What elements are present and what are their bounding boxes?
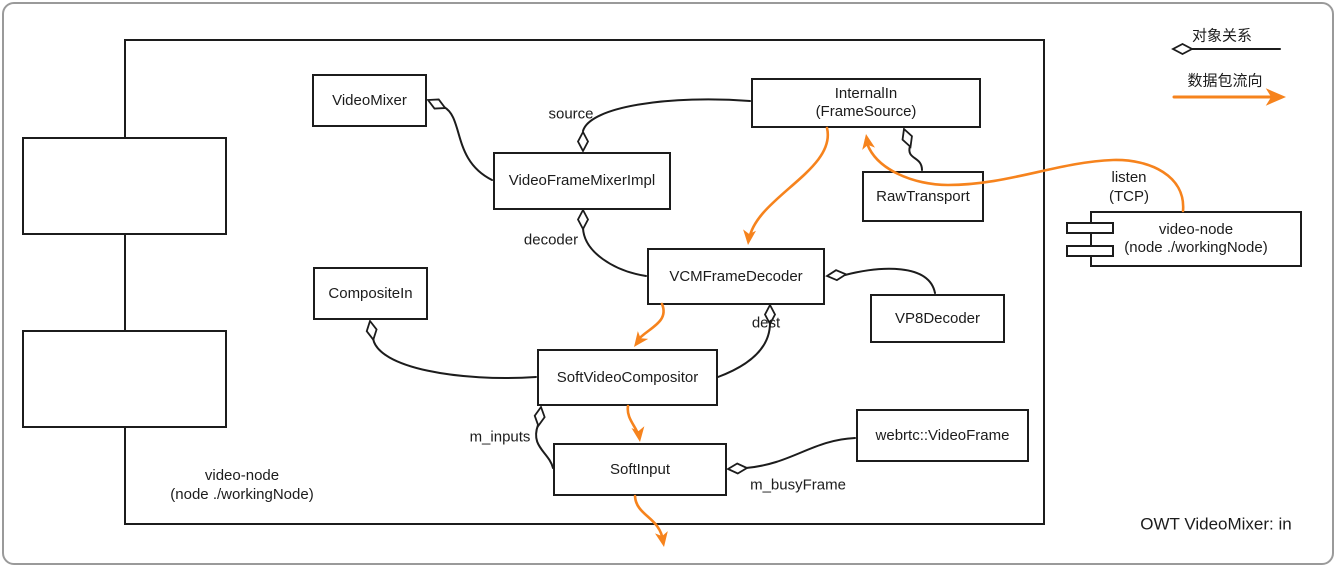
node-webrtc-video-frame-label: webrtc::VideoFrame bbox=[875, 426, 1010, 444]
node-webrtc-video-frame: webrtc::VideoFrame bbox=[856, 409, 1029, 462]
arrowhead-softinput-out bbox=[654, 531, 668, 547]
node-composite-in: CompositeIn bbox=[313, 267, 428, 320]
node-composite-in-label: CompositeIn bbox=[328, 284, 413, 302]
node-vp8-decoder-label: VP8Decoder bbox=[894, 309, 981, 327]
node-raw-transport: RawTransport bbox=[862, 171, 984, 222]
node-soft-input-label: SoftInput bbox=[609, 460, 671, 478]
edge-label-listen-line1: listen bbox=[1111, 169, 1147, 186]
legend-diamond-icon bbox=[1171, 42, 1194, 56]
left-port-box-top bbox=[22, 137, 227, 235]
container-label-video-node: video-node (node ./workingNode) bbox=[170, 466, 313, 504]
diagram-title: OWT VideoMixer: in bbox=[1140, 514, 1292, 534]
edge-label-dest: dest bbox=[751, 314, 781, 332]
component-video-node-label-line1: video-node bbox=[1158, 221, 1234, 238]
container-label-line1: video-node bbox=[204, 467, 280, 484]
node-vcm-frame-decoder: VCMFrameDecoder bbox=[647, 248, 825, 305]
edge-label-source: source bbox=[548, 105, 594, 123]
container-label-line2: (node ./workingNode) bbox=[170, 486, 314, 503]
node-video-frame-mixer-impl-label: VideoFrameMixerImpl bbox=[508, 172, 656, 189]
component-video-node-label-line2: (node ./workingNode) bbox=[1124, 239, 1268, 256]
edge-label-decoder: decoder bbox=[523, 231, 579, 249]
edge-label-listen-line2: (TCP) bbox=[1109, 188, 1149, 205]
legend-data-flow-label: 数据包流向 bbox=[1187, 72, 1263, 90]
node-soft-input: SoftInput bbox=[553, 443, 727, 496]
node-raw-transport-label: RawTransport bbox=[876, 187, 970, 205]
component-port-icon-top bbox=[1066, 222, 1114, 234]
node-internal-in-label-line2: (FrameSource) bbox=[815, 103, 917, 120]
edge-label-listen-tcp: listen (TCP) bbox=[1109, 168, 1149, 206]
component-port-icon-bottom bbox=[1066, 245, 1114, 257]
node-video-mixer-label: VideoMixer bbox=[332, 91, 407, 109]
node-vp8-decoder: VP8Decoder bbox=[870, 294, 1005, 343]
node-video-frame-mixer-impl: VideoFrameMixerImpl bbox=[493, 152, 671, 210]
node-internal-in-label-line1: InternalIn bbox=[834, 85, 898, 102]
node-vcm-frame-decoder-label: VCMFrameDecoder bbox=[669, 267, 803, 285]
node-internal-in: InternalIn (FrameSource) bbox=[751, 78, 981, 128]
legend-object-relation-label: 对象关系 bbox=[1191, 27, 1253, 45]
node-soft-video-compositor-label: SoftVideoCompositor bbox=[556, 368, 699, 386]
legend-flow-arrowhead-icon bbox=[1265, 88, 1286, 106]
node-soft-video-compositor: SoftVideoCompositor bbox=[537, 349, 718, 406]
node-video-mixer: VideoMixer bbox=[312, 74, 427, 127]
component-video-node: video-node (node ./workingNode) bbox=[1090, 211, 1302, 267]
edge-label-m-inputs: m_inputs bbox=[469, 428, 531, 446]
left-port-box-bottom bbox=[22, 330, 227, 428]
edge-label-m-busyframe: m_busyFrame bbox=[750, 476, 846, 494]
